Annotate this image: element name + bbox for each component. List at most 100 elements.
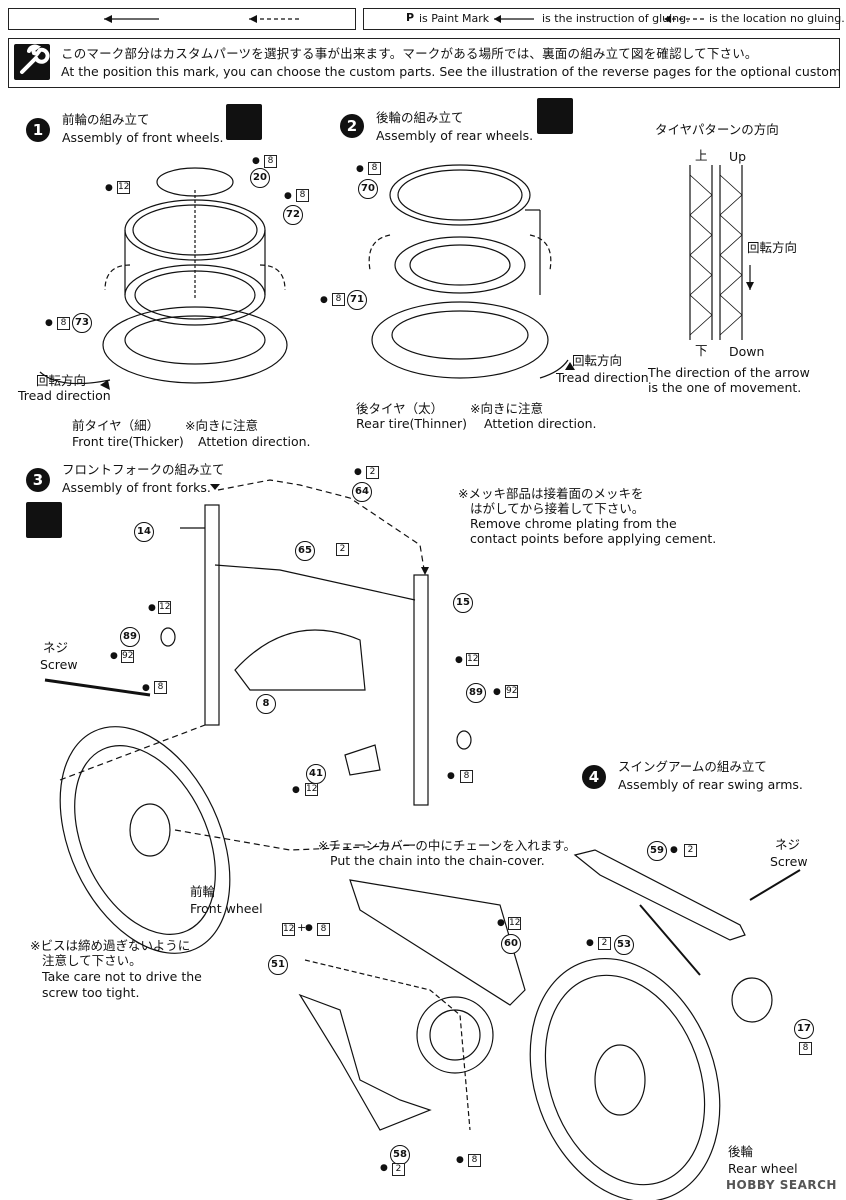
part-59: 59: [647, 841, 667, 861]
paint-code-2: 2: [336, 543, 349, 556]
part-60: 60: [501, 934, 521, 954]
paint-mark-icon: ●: [148, 603, 156, 613]
rear-wheel-en: Rear wheel: [728, 1161, 798, 1176]
part-14: 14: [134, 522, 154, 542]
paint-mark-icon: ●: [380, 1163, 388, 1173]
part-89: 89: [120, 627, 140, 647]
screw-label-en-2: Screw: [770, 854, 808, 869]
part-73: 73: [72, 313, 92, 333]
part-41: 41: [306, 764, 326, 784]
part-17: 17: [794, 1019, 814, 1039]
step-3-title-en: Assembly of front forks.: [62, 480, 211, 495]
paint-code-12: 12: [466, 653, 479, 666]
step-2-badge: 2: [340, 114, 364, 138]
step2-tire-jp: 後タイヤ（太）: [356, 401, 444, 416]
tire-pattern-title: タイヤパターンの方向: [655, 122, 779, 137]
paint-code-12: 12: [282, 923, 295, 936]
part-65: 65: [295, 541, 315, 561]
step1-tire-en: Front tire(Thicker): [72, 434, 184, 449]
wrench-icon: [14, 44, 50, 80]
legend-noglue-text: is the location no gluing.: [709, 12, 845, 25]
paint-mark-icon: ●: [320, 295, 328, 305]
step-4-badge: 4: [582, 765, 606, 789]
chrome-note-jp-1: ※メッキ部品は接着面のメッキを: [458, 486, 644, 501]
chrome-note-jp-2: はがしてから接着して下さい。: [470, 501, 645, 516]
legend-paint-text: is Paint Mark: [419, 12, 490, 25]
tire-down-en: Down: [729, 344, 765, 359]
step1-attn-en: Attetion direction.: [198, 434, 311, 449]
paint-mark-icon: ●: [252, 156, 260, 166]
part-20: 20: [250, 168, 270, 188]
legend-box-right: P is Paint Mark is the instruction of gl…: [363, 8, 845, 30]
chrome-note-en-2: contact points before applying cement.: [470, 531, 717, 546]
glue-arrow-icon: [494, 15, 534, 23]
step1-tread-jp: 回転方向: [36, 373, 87, 388]
paint-mark-icon: ●: [455, 655, 463, 665]
paint-plus: +: [297, 921, 307, 934]
paint-code-92: 92: [505, 685, 518, 698]
paint-code-8: 8: [154, 681, 167, 694]
paint-mark-icon: ●: [493, 687, 501, 697]
caution-en-1: Take care not to drive the: [42, 969, 202, 984]
chain-note-jp: ※チェーンカバーの中にチェーンを入れます。: [318, 838, 576, 853]
part-58: 58: [390, 1145, 410, 1165]
part-89: 89: [466, 683, 486, 703]
paint-code-8: 8: [317, 923, 330, 936]
tire-down-jp: 下: [695, 343, 708, 358]
step1-attn-jp: ※向きに注意: [185, 418, 258, 433]
part-15: 15: [453, 593, 473, 613]
paint-mark-icon: ●: [45, 318, 53, 328]
step-2-title-en: Assembly of rear wheels.: [376, 128, 534, 143]
custom-note-box: このマーク部分はカスタムパーツを選択する事が出来ます。マークがある場所では、裏面…: [8, 38, 846, 88]
step2-attn-jp: ※向きに注意: [470, 401, 543, 416]
paint-code-2: 2: [366, 466, 379, 479]
step-1-title-en: Assembly of front wheels.: [62, 130, 224, 145]
legend-glue-text: is the instruction of gluing.: [542, 12, 690, 25]
step-2-title-jp: 後輪の組み立て: [376, 110, 464, 125]
paint-code-8: 8: [332, 293, 345, 306]
paint-code-2: 2: [684, 844, 697, 857]
tire-up-en: Up: [729, 149, 747, 164]
custom-note-jp: このマーク部分はカスタムパーツを選択する事が出来ます。マークがある場所では、裏面…: [61, 46, 758, 61]
step-1-badge: 1: [26, 118, 50, 142]
no-glue-arrow-icon: [664, 15, 704, 23]
paint-code-8: 8: [799, 1042, 812, 1055]
paint-code-8: 8: [296, 189, 309, 202]
paint-mark-icon: ●: [292, 785, 300, 795]
paint-mark-icon: ●: [354, 467, 362, 477]
caution-en-2: screw too tight.: [42, 985, 140, 1000]
paint-code-8: 8: [368, 162, 381, 175]
paint-code-12: 12: [158, 601, 171, 614]
paint-mark-icon: ●: [497, 918, 505, 928]
step1-tread-en: Tread direction: [18, 388, 111, 403]
wrench-icon: [226, 104, 262, 140]
part-71: 71: [347, 290, 367, 310]
chain-note-en: Put the chain into the chain-cover.: [330, 853, 545, 868]
paint-mark-icon: ●: [284, 191, 292, 201]
paint-mark-icon: ●: [456, 1155, 464, 1165]
step2-tread-en: Tread direction: [556, 370, 649, 385]
part-8: 8: [256, 694, 276, 714]
paint-code-8: 8: [460, 770, 473, 783]
paint-mark-icon: ●: [142, 683, 150, 693]
paint-code-2: 2: [392, 1163, 405, 1176]
paint-code-8: 8: [468, 1154, 481, 1167]
legend-box-left: [8, 8, 356, 30]
caution-jp-2: 注意して下さい。: [42, 953, 142, 968]
screw-label-jp-2: ネジ: [775, 837, 801, 852]
paint-code-92: 92: [121, 650, 134, 663]
custom-note-en: At the position this mark, you can choos…: [61, 64, 846, 79]
paint-mark-icon: ●: [356, 164, 364, 174]
paint-mark-icon: P: [406, 11, 415, 24]
glue-arrow-icon: [104, 15, 299, 23]
wrench-icon: [26, 502, 62, 538]
part-70: 70: [358, 179, 378, 199]
tire-note-1: The direction of the arrow: [648, 365, 810, 380]
screw-label-en: Screw: [40, 657, 78, 672]
chrome-note-en-1: Remove chrome plating from the: [470, 516, 677, 531]
paint-code-8: 8: [57, 317, 70, 330]
step-3-title-jp: フロントフォークの組み立て: [62, 462, 225, 477]
step-1-title-jp: 前輪の組み立て: [62, 112, 150, 127]
paint-code-12: 12: [305, 783, 318, 796]
